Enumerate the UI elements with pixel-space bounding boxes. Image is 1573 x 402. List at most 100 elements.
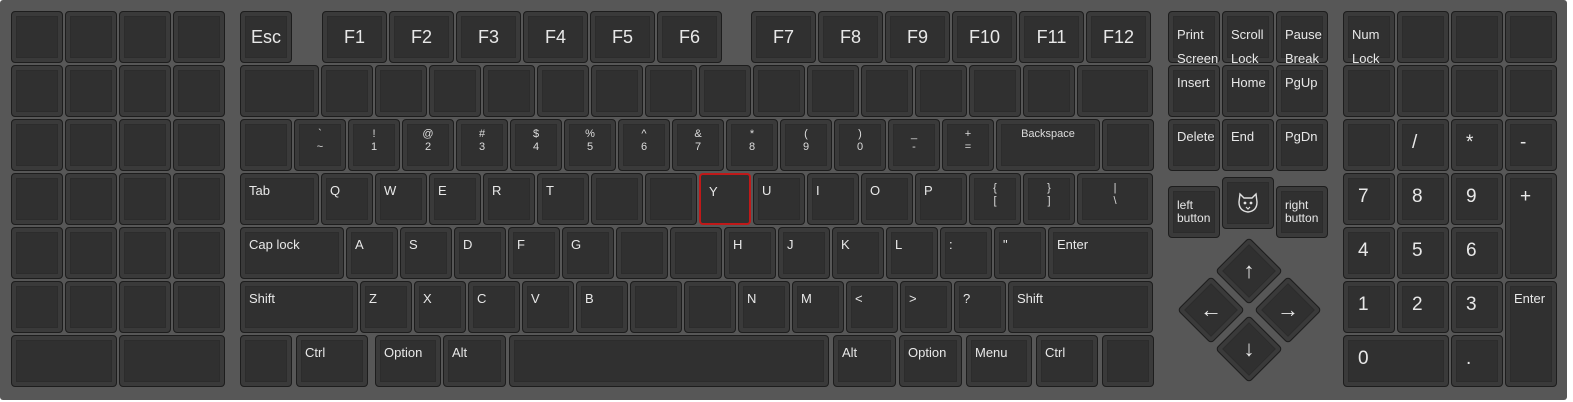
right-mouse-button[interactable]: right button bbox=[1276, 186, 1328, 238]
j-key[interactable]: J bbox=[778, 227, 830, 279]
print-screen-key[interactable]: Print Screen bbox=[1168, 11, 1220, 66]
numpad-dot-key[interactable]: . bbox=[1451, 335, 1503, 387]
left-ctrl-key[interactable]: Ctrl bbox=[296, 335, 368, 387]
blank-key[interactable] bbox=[699, 65, 751, 117]
n4-key[interactable]: $ 4 bbox=[510, 119, 562, 171]
menu-key[interactable]: Menu bbox=[966, 335, 1032, 387]
macro-key[interactable] bbox=[173, 119, 225, 171]
macro-key[interactable] bbox=[11, 281, 63, 333]
n5-key[interactable]: % 5 bbox=[564, 119, 616, 171]
h-key[interactable]: H bbox=[724, 227, 776, 279]
blank-key[interactable] bbox=[684, 281, 736, 333]
macro-key[interactable] bbox=[173, 281, 225, 333]
insert-key[interactable]: Insert bbox=[1168, 65, 1220, 117]
numpad-enter-key[interactable]: Enter bbox=[1505, 281, 1557, 387]
l-key[interactable]: L bbox=[886, 227, 938, 279]
f-key[interactable]: F bbox=[508, 227, 560, 279]
blank-key-wide[interactable] bbox=[1077, 65, 1153, 117]
d-key[interactable]: D bbox=[454, 227, 506, 279]
r-key[interactable]: R bbox=[483, 173, 535, 225]
macro-key[interactable] bbox=[173, 11, 225, 63]
f8-key[interactable]: F8 bbox=[818, 11, 883, 63]
numpad-0-key[interactable]: 0 bbox=[1343, 335, 1449, 387]
f9-key[interactable]: F9 bbox=[885, 11, 950, 63]
macro-key[interactable] bbox=[11, 227, 63, 279]
macro-key[interactable] bbox=[119, 119, 171, 171]
home-key[interactable]: Home bbox=[1222, 65, 1274, 117]
left-mouse-button[interactable]: left button bbox=[1168, 186, 1220, 238]
blank-key[interactable] bbox=[616, 227, 668, 279]
i-key[interactable]: I bbox=[807, 173, 859, 225]
w-key[interactable]: W bbox=[375, 173, 427, 225]
macro-key[interactable] bbox=[65, 11, 117, 63]
blank-key[interactable] bbox=[1023, 65, 1075, 117]
right-alt-key[interactable]: Alt bbox=[833, 335, 896, 387]
macro-key[interactable] bbox=[65, 281, 117, 333]
quote-key[interactable]: " bbox=[994, 227, 1046, 279]
n1-key[interactable]: ! 1 bbox=[348, 119, 400, 171]
lbrace-key[interactable]: { [ bbox=[969, 173, 1021, 225]
pipe-key[interactable]: | \ bbox=[1077, 173, 1153, 225]
right-option-key[interactable]: Option bbox=[899, 335, 962, 387]
numpad-3-key[interactable]: 3 bbox=[1451, 281, 1503, 333]
num-lock-key[interactable]: Num Lock bbox=[1343, 11, 1395, 66]
right-shift-key[interactable]: Shift bbox=[1008, 281, 1153, 333]
macro-key[interactable] bbox=[119, 281, 171, 333]
n-key[interactable]: N bbox=[738, 281, 790, 333]
pgdn-key[interactable]: PgDn bbox=[1276, 119, 1328, 171]
g-key[interactable]: G bbox=[562, 227, 614, 279]
blank-key[interactable] bbox=[645, 65, 697, 117]
f11-key[interactable]: F11 bbox=[1019, 11, 1084, 63]
tab-key[interactable]: Tab bbox=[240, 173, 319, 225]
blank-key[interactable] bbox=[915, 65, 967, 117]
delete-key[interactable]: Delete bbox=[1168, 119, 1220, 171]
macro-key[interactable] bbox=[65, 227, 117, 279]
c-key[interactable]: C bbox=[468, 281, 520, 333]
m-key[interactable]: M bbox=[792, 281, 844, 333]
numpad-minus-key[interactable]: - bbox=[1505, 119, 1557, 171]
numpad-4-key[interactable]: 4 bbox=[1343, 227, 1395, 279]
b-key[interactable]: B bbox=[576, 281, 628, 333]
end-key[interactable]: End bbox=[1222, 119, 1274, 171]
f1-key[interactable]: F1 bbox=[322, 11, 387, 63]
question-key[interactable]: ? bbox=[954, 281, 1006, 333]
numpad-7-key[interactable]: 7 bbox=[1343, 173, 1395, 225]
macro-key[interactable] bbox=[119, 227, 171, 279]
backspace-key[interactable]: Backspace bbox=[996, 119, 1100, 171]
pause-break-key[interactable]: Pause Break bbox=[1276, 11, 1328, 66]
f5-key[interactable]: F5 bbox=[590, 11, 655, 63]
s-key[interactable]: S bbox=[400, 227, 452, 279]
tilde-key[interactable]: ` ~ bbox=[294, 119, 346, 171]
left-option-key[interactable]: Option bbox=[375, 335, 441, 387]
numpad-6-key[interactable]: 6 bbox=[1451, 227, 1503, 279]
v-key[interactable]: V bbox=[522, 281, 574, 333]
n9-key[interactable]: ( 9 bbox=[780, 119, 832, 171]
blank-key[interactable] bbox=[1343, 65, 1395, 117]
macro-key[interactable] bbox=[65, 119, 117, 171]
f4-key[interactable]: F4 bbox=[523, 11, 588, 63]
blank-key[interactable] bbox=[483, 65, 535, 117]
rbrace-key[interactable]: } ] bbox=[1023, 173, 1075, 225]
macro-key[interactable] bbox=[11, 173, 63, 225]
numpad-star-key[interactable]: * bbox=[1451, 119, 1503, 171]
n3-key[interactable]: # 3 bbox=[456, 119, 508, 171]
blank-key[interactable] bbox=[1505, 65, 1557, 117]
f6-key[interactable]: F6 bbox=[657, 11, 722, 63]
numpad-8-key[interactable]: 8 bbox=[1397, 173, 1449, 225]
blank-key[interactable] bbox=[1397, 65, 1449, 117]
y-key[interactable]: Y bbox=[699, 173, 751, 225]
q-key[interactable]: Q bbox=[321, 173, 373, 225]
macro-key[interactable] bbox=[65, 65, 117, 117]
blank-key[interactable] bbox=[240, 335, 292, 387]
blank-key[interactable] bbox=[429, 65, 481, 117]
u-key[interactable]: U bbox=[753, 173, 805, 225]
blank-key[interactable] bbox=[630, 281, 682, 333]
f3-key[interactable]: F3 bbox=[456, 11, 521, 63]
blank-key[interactable] bbox=[969, 65, 1021, 117]
numpad-slash-key[interactable]: / bbox=[1397, 119, 1449, 171]
e-key[interactable]: E bbox=[429, 173, 481, 225]
f2-key[interactable]: F2 bbox=[389, 11, 454, 63]
blank-key[interactable] bbox=[537, 65, 589, 117]
minus-key[interactable]: _ - bbox=[888, 119, 940, 171]
f12-key[interactable]: F12 bbox=[1086, 11, 1151, 63]
